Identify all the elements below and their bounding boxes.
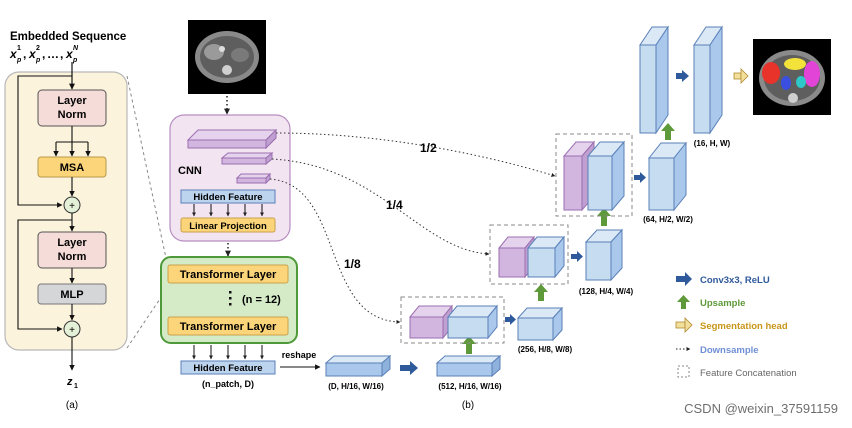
upsample-arrow-3: [597, 208, 611, 226]
decoder-block-256: [516, 306, 564, 342]
input-x2: x: [28, 47, 37, 61]
input-ct-image: [188, 20, 266, 94]
input-x1-sub: p: [16, 57, 22, 64]
cnn-feature-slab-1: [186, 128, 278, 150]
cnn-hidden-feature-label: Hidden Feature: [193, 192, 262, 203]
output-z-sub: 1: [74, 383, 78, 390]
conv-arrow-3: [571, 251, 583, 262]
dim-512-label: (512, H/16, W/16): [438, 382, 501, 391]
dim-D-label: (D, H/16, W/16): [328, 382, 384, 391]
transformer-hidden-feature-box: [180, 360, 276, 375]
upsample-arrow-4: [661, 123, 675, 140]
scale-1-2-label: 1/2: [420, 141, 437, 155]
dim-256-label: (256, H/8, W/8): [518, 345, 573, 354]
dim-16-label: (16, H, W): [694, 139, 731, 148]
upsampled-feature-1-4: [526, 235, 566, 279]
cnn-feature-slab-3: [235, 172, 272, 185]
legend-upsample-icon: [677, 295, 690, 309]
upsample-arrow-1: [462, 336, 476, 354]
decoder-block-16-b: [693, 25, 723, 135]
output-segmentation-image: [753, 39, 831, 115]
cnn-feature-slab-2: [220, 151, 274, 166]
concat-box-1-2: [555, 133, 633, 217]
input-x1: x: [9, 47, 18, 61]
legend: Conv3x3, ReLU Upsample Segmentation head…: [675, 272, 797, 379]
mlp-label: MLP: [60, 289, 83, 301]
layer-norm-2-line1: Layer: [57, 237, 87, 249]
reshaped-feature-block: [324, 354, 392, 378]
transformer-hidden-feature-label: Hidden Feature: [193, 363, 262, 374]
n-patch-label: (n_patch, D): [202, 379, 254, 389]
conv-arrow-5: [676, 70, 689, 82]
output-z: z: [66, 376, 73, 388]
decoder-block-64: [647, 141, 688, 212]
transformer-layer-bottom-box: [167, 316, 289, 336]
transformer-layer-bottom-label: Transformer Layer: [180, 321, 277, 333]
transformer-count-label: (n = 12): [242, 294, 281, 306]
scale-1-4-label: 1/4: [386, 198, 403, 212]
input-xN: x: [65, 47, 74, 61]
concat-box-1-8: [400, 296, 505, 344]
panel-b-architecture: CNN Hidden Feature Linear Projection Tra…: [160, 20, 831, 411]
upsampled-feature-1-8: [446, 304, 499, 340]
segmentation-head-arrow: [733, 68, 749, 84]
transformer-layer-top-label: Transformer Layer: [180, 269, 277, 281]
plus-2-label: +: [69, 325, 75, 336]
layer-norm-1-line2: Norm: [58, 109, 87, 121]
input-x2-sub: p: [35, 57, 41, 64]
cnn-label: CNN: [178, 165, 202, 177]
conv-arrow-2: [505, 314, 516, 325]
sep-3: ,: [60, 47, 63, 61]
csdn-watermark: CSDN @weixin_37591159: [684, 401, 838, 416]
conv-arrow-4: [634, 172, 646, 183]
sep-2: ,: [42, 47, 45, 61]
legend-concat-label: Feature Concatenation: [700, 368, 797, 379]
plus-1-label: +: [69, 201, 75, 212]
legend-seg-head-label: Segmentation head: [700, 321, 788, 332]
embedded-sequence-title: Embedded Sequence: [10, 31, 126, 43]
layer-norm-2-line2: Norm: [58, 251, 87, 263]
legend-upsample-label: Upsample: [700, 298, 745, 309]
dim-128-label: (128, H/4, W/4): [579, 287, 634, 296]
legend-downsample-label: Downsample: [700, 345, 759, 356]
input-xN-sub: p: [72, 57, 78, 64]
upsampled-feature-1-2: [586, 140, 626, 212]
decoder-block-16-a: [639, 25, 669, 135]
transformer-repeat-dots: [229, 291, 232, 306]
skip-feature-1-8: [408, 304, 454, 340]
embedded-sequence-inputs: x 1 p , x 2 p , … , x N p: [9, 45, 79, 64]
conv-arrow-1: [400, 361, 418, 375]
decoder-block-128: [584, 228, 624, 282]
scale-1-8-label: 1/8: [344, 257, 361, 271]
input-x1-sup: 1: [17, 45, 21, 52]
cnn-hidden-feature-box: [180, 189, 276, 204]
caption-b: (b): [462, 400, 474, 411]
legend-seg-head-icon: [675, 317, 693, 333]
msa-label: MSA: [60, 162, 85, 174]
sep-1: ,: [23, 47, 26, 61]
dim-64-label: (64, H/2, W/2): [643, 215, 693, 224]
concat-box-1-4: [489, 224, 569, 285]
ellipsis: …: [47, 47, 59, 61]
caption-a: (a): [66, 400, 78, 411]
linear-projection-box: [180, 217, 276, 233]
legend-conv-label: Conv3x3, ReLU: [700, 275, 770, 286]
upsample-arrow-2: [534, 284, 548, 301]
layer-norm-1-line1: Layer: [57, 95, 87, 107]
panel-a-transformer-block: Embedded Sequence x 1 p , x 2 p , … , x …: [4, 31, 128, 411]
legend-conv-icon: [676, 272, 692, 286]
decoder-block-512: [435, 354, 502, 378]
legend-concat-icon: [677, 365, 690, 378]
input-xN-sup: N: [73, 45, 79, 52]
reshape-label: reshape: [282, 350, 317, 360]
linear-projection-label: Linear Projection: [189, 221, 267, 232]
transformer-layer-top-box: [167, 264, 289, 284]
input-x2-sup: 2: [36, 45, 40, 52]
